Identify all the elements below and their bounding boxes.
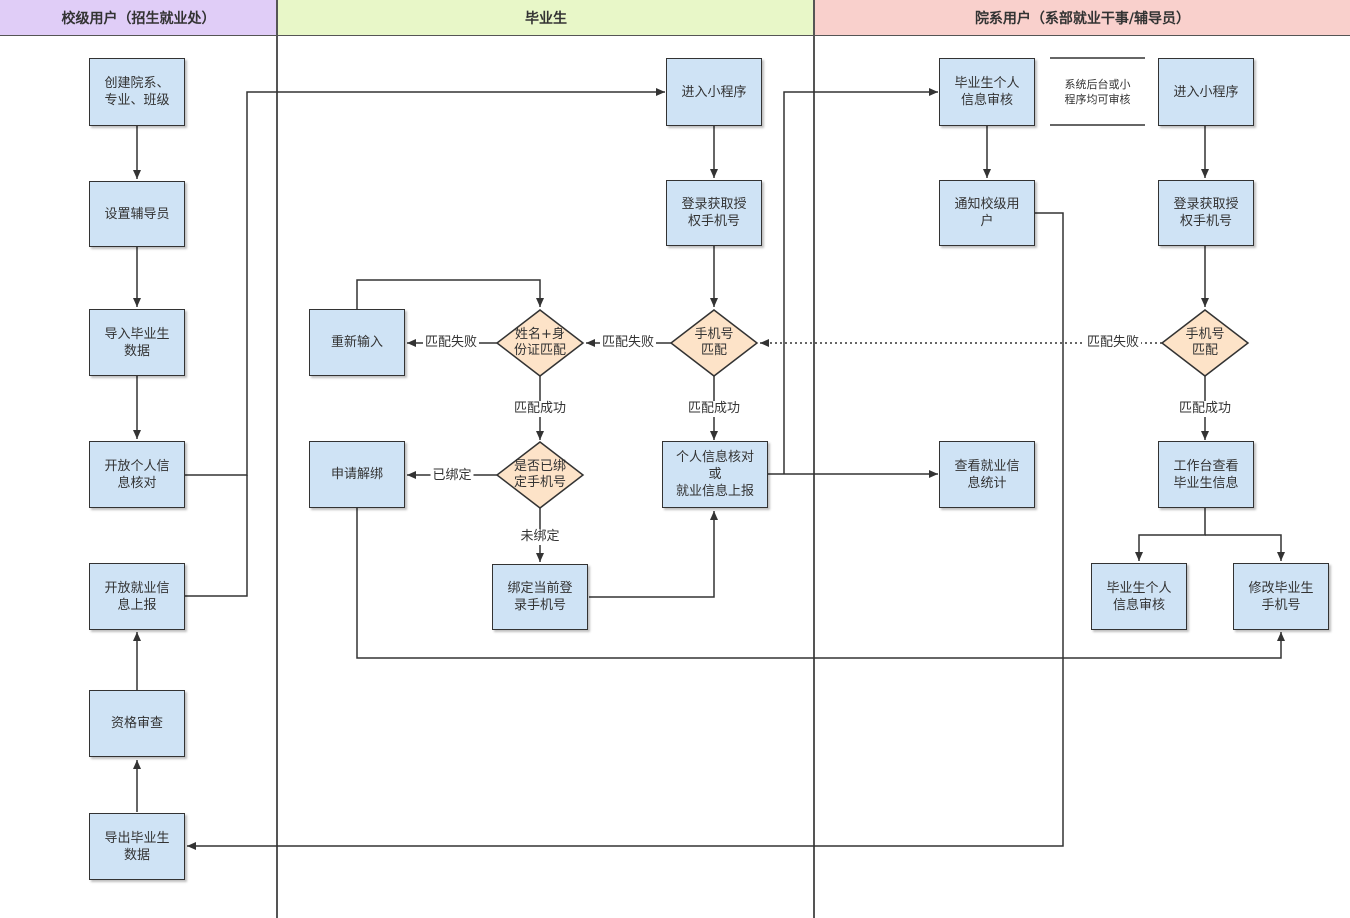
node-qualification: 资格审查 — [89, 690, 185, 757]
node-create-dept: 创建院系、 专业、班级 — [89, 58, 185, 126]
node-reenter: 重新输入 — [309, 309, 405, 376]
node-dept-stats: 查看就业信 息统计 — [939, 441, 1035, 508]
edge — [589, 511, 718, 598]
diamond-label: 手机号 匹配 — [694, 327, 734, 358]
node-dept-login: 登录获取授 权手机号 — [1158, 180, 1254, 246]
edge — [783, 88, 938, 474]
edge-label-match-fail: 匹配失败 — [599, 335, 657, 351]
diamond-label: 姓名+身 份证匹配 — [513, 327, 566, 358]
node-dept-enter: 进入小程序 — [1158, 58, 1254, 126]
node-unbind: 申请解绑 — [309, 441, 405, 508]
node-dept-modify: 修改毕业生 手机号 — [1233, 563, 1329, 630]
node-dept-review: 毕业生个人 信息审核 — [939, 58, 1035, 126]
lane-header-graduate: 毕业生 — [278, 0, 814, 36]
decision-shapes — [495, 309, 1250, 509]
node-dept-notify: 通知校级用 户 — [939, 180, 1035, 246]
node-open-info-check: 开放个人信 息核对 — [89, 441, 185, 508]
node-bind-current: 绑定当前登 录手机号 — [492, 564, 588, 630]
edge — [185, 475, 248, 597]
edge-label-match-success: 匹配成功 — [1176, 401, 1234, 417]
node-set-counselor: 设置辅导员 — [89, 181, 185, 247]
edge — [187, 212, 1064, 850]
diamond-dept-phone — [1160, 309, 1250, 377]
diamond-name-id — [495, 309, 585, 377]
lane-header-school: 校级用户（招生就业处） — [0, 0, 277, 36]
node-export-data: 导出毕业生 数据 — [89, 813, 185, 880]
node-dept-review2: 毕业生个人 信息审核 — [1091, 563, 1187, 630]
diamond-is-bound — [495, 441, 585, 509]
node-info-report: 个人信息核对 或 就业信息上报 — [662, 441, 768, 508]
review-note: 系统后台或小 程序均可审核 — [1064, 78, 1131, 106]
edge-label-match-fail: 匹配失败 — [422, 335, 480, 351]
node-graduate-login: 登录获取授 权手机号 — [666, 180, 762, 246]
lane-header-dept: 院系用户（系部就业干事/辅导员） — [815, 0, 1350, 36]
edge-label-match-success: 匹配成功 — [685, 401, 743, 417]
diamond-graduate-phone — [669, 309, 759, 377]
edge-label-not-bound: 未绑定 — [518, 529, 562, 545]
edge — [1205, 534, 1285, 561]
edge-label-bound: 已绑定 — [430, 468, 474, 484]
lane-divider — [813, 0, 815, 918]
diamond-label: 手机号 匹配 — [1185, 327, 1225, 358]
node-graduate-enter: 进入小程序 — [666, 58, 762, 126]
diamond-label: 是否已绑 定手机号 — [513, 459, 566, 490]
edge — [185, 88, 665, 476]
lane-divider — [276, 0, 278, 918]
edge — [356, 279, 544, 309]
node-import-data: 导入毕业生 数据 — [89, 309, 185, 376]
node-dept-workbench: 工作台查看 毕业生信息 — [1158, 441, 1254, 508]
edge — [356, 508, 1285, 659]
node-open-employment: 开放就业信 息上报 — [89, 563, 185, 630]
edge — [1135, 508, 1206, 561]
edge-label-match-success: 匹配成功 — [511, 401, 569, 417]
edge-label-match-fail: 匹配失败 — [1084, 335, 1142, 351]
